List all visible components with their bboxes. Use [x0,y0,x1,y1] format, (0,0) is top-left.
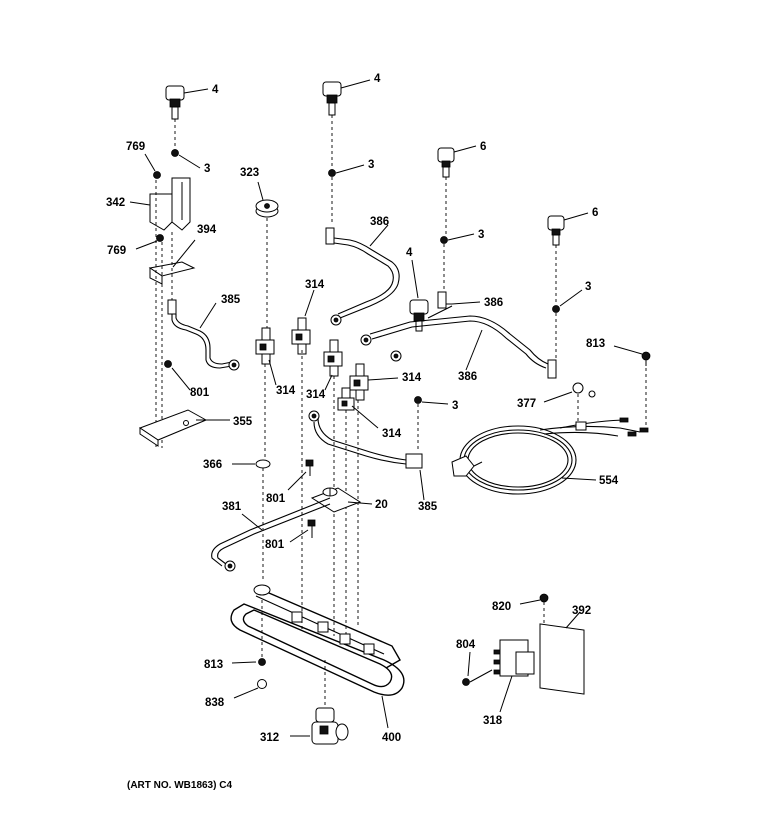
label-314-e: 314 [382,428,402,440]
label-838: 838 [205,697,225,709]
art-number-caption: (ART NO. WB1863) C4 [127,780,232,791]
screw-769-top [144,153,161,179]
label-355: 355 [233,416,253,428]
label-769-top: 769 [126,141,145,153]
label-314-a: 314 [305,279,325,291]
label-314-d: 314 [402,372,422,384]
label-554: 554 [599,475,619,487]
tube-381 [211,497,331,572]
burner-400 [230,584,405,729]
switch-318 [493,639,535,713]
tube-385-left [167,299,240,371]
valve-6-b [547,212,589,246]
label-804: 804 [456,639,476,651]
bracket-355 [138,409,230,447]
screw-3-lower-center [414,396,449,405]
valve-314-c [349,363,399,401]
screw-804 [462,651,493,686]
valve-314-a [291,289,315,355]
wire-harness-554 [451,417,649,495]
label-769-bottom: 769 [107,245,126,257]
label-381: 381 [222,501,242,513]
screw-801-center-top [287,459,314,491]
label-3-c: 3 [478,229,484,241]
label-314-c: 314 [306,389,326,401]
label-312: 312 [260,732,279,744]
nut-813-bottom [231,658,266,666]
screw-769-bottom [135,234,164,250]
label-392: 392 [572,605,591,617]
screw-3-center [328,164,365,177]
label-820: 820 [492,601,511,613]
label-385-left: 385 [221,294,241,306]
valve-top-center [322,79,371,116]
screw-813-right [613,345,651,366]
label-4-center-right: 4 [406,247,413,259]
label-801-center-top: 801 [266,493,286,505]
label-6-a: 6 [480,141,486,153]
cap-323 [255,181,279,218]
label-3-a: 3 [204,163,210,175]
label-801-left: 801 [190,387,210,399]
label-813-bottom: 813 [204,659,223,671]
label-342: 342 [106,197,125,209]
label-801-center-bottom: 801 [265,539,285,551]
label-400: 400 [382,732,401,744]
nut-center [360,334,402,362]
label-4-top-center: 4 [374,73,381,85]
nut-838 [233,679,267,699]
label-323: 323 [240,167,259,179]
clip-377 [543,382,596,403]
label-386-lower: 386 [458,371,477,383]
screw-801-left [164,360,191,391]
screw-3-far-right [552,289,583,313]
valve-314-left [255,327,277,386]
valve-top-left [165,85,209,120]
label-394: 394 [197,224,217,236]
label-6-b: 6 [592,207,598,219]
valve-314-b [323,339,343,391]
bracket-394 [148,239,196,285]
label-4-top-left: 4 [212,84,219,96]
label-318: 318 [483,715,503,727]
tube-386-right [369,291,557,379]
label-3-d: 3 [585,281,591,293]
label-386-right: 386 [484,297,503,309]
label-386-top: 386 [370,216,389,228]
washer-366 [232,459,271,469]
bracket-20 [310,487,373,513]
screw-3-left [171,149,201,169]
label-3-e: 3 [452,400,458,412]
label-385-bottom: 385 [418,501,438,513]
screw-801-center-bottom [289,519,316,543]
screw-3-right-mid [440,233,475,244]
valve-6-a [437,145,477,178]
label-813-right: 813 [586,338,605,350]
label-3-b: 3 [368,159,374,171]
label-20: 20 [375,499,388,511]
bracket-342 [129,177,191,231]
board-392 [539,611,585,695]
valve-314-d [337,387,379,429]
tube-385-center [308,410,425,501]
label-377: 377 [517,398,536,410]
label-366: 366 [203,459,222,471]
regulator-312 [290,707,349,745]
label-314-b: 314 [276,385,296,397]
tube-386-top [325,224,400,326]
